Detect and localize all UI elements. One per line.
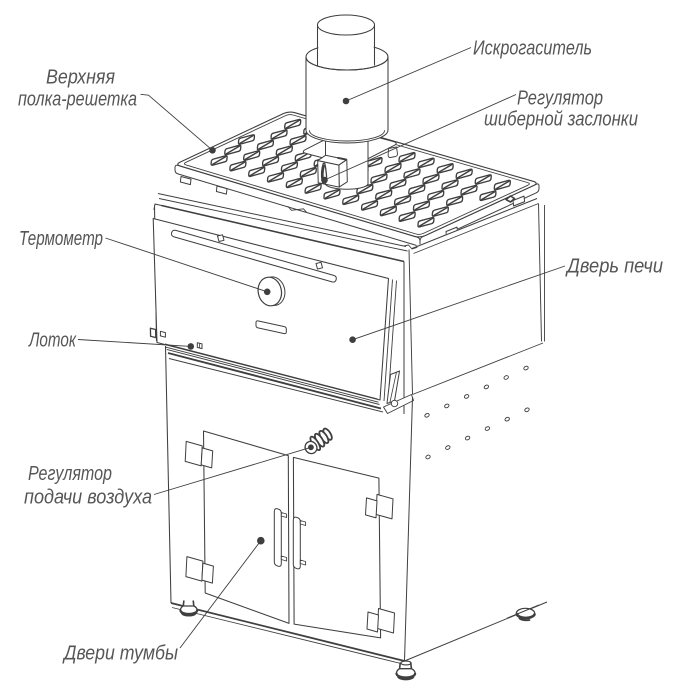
svg-text:полка-решетка: полка-решетка	[18, 89, 137, 111]
svg-text:подачи воздуха: подачи воздуха	[24, 487, 152, 509]
svg-text:Дверь печи: Дверь печи	[565, 256, 663, 278]
svg-text:Двери тумбы: Двери тумбы	[62, 643, 178, 665]
svg-text:Искрогаситель: Искрогаситель	[473, 38, 592, 60]
svg-text:Регулятор: Регулятор	[517, 88, 603, 110]
svg-text:шиберной заслонки: шиберной заслонки	[484, 109, 638, 131]
svg-text:Регулятор: Регулятор	[28, 463, 112, 485]
svg-text:Верхняя: Верхняя	[46, 67, 115, 89]
svg-text:Лоток: Лоток	[27, 330, 77, 352]
svg-text:Термометр: Термометр	[19, 228, 103, 250]
